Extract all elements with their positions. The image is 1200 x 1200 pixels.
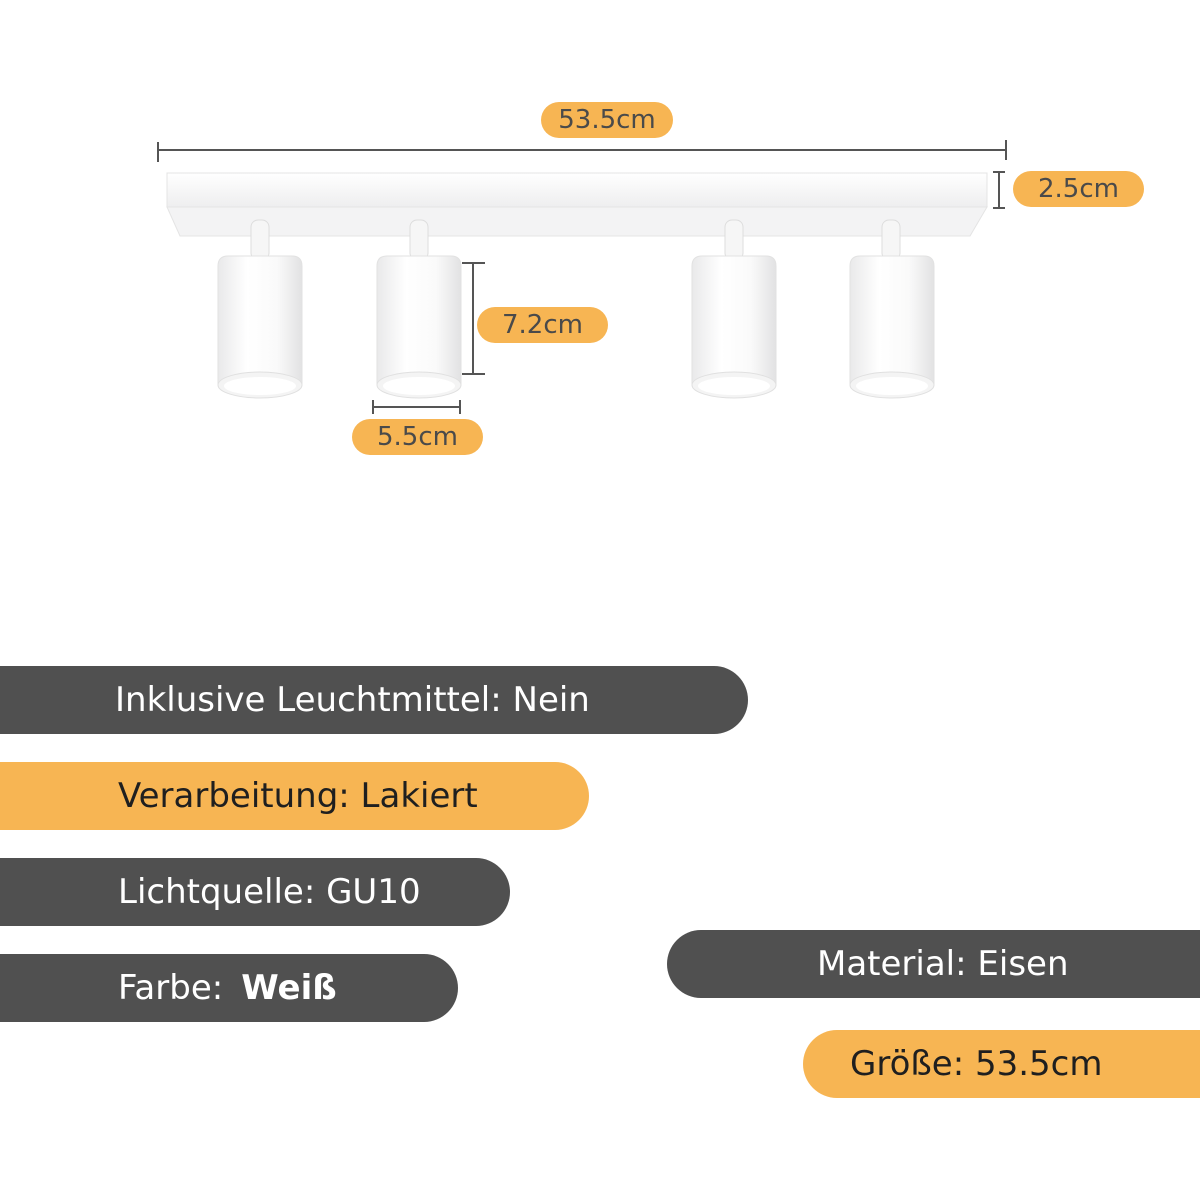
spotlight-2 <box>376 219 462 399</box>
ceiling-rail <box>166 172 988 237</box>
shade-width-dimension-line <box>372 400 461 414</box>
spec-size: Größe: 53.5cm <box>803 1030 1200 1098</box>
length-dimension-line <box>157 140 1007 162</box>
spec-light-source: Lichtquelle: GU10 <box>0 858 510 926</box>
spec-color-value: Weiß <box>241 968 337 1008</box>
spec-color: Farbe: Weiß <box>0 954 458 1022</box>
spec-light-source-text: Lichtquelle: GU10 <box>118 872 421 912</box>
spec-included-bulbs: Inklusive Leuchtmittel: Nein <box>0 666 748 734</box>
spec-finish-text: Verarbeitung: Lakiert <box>118 776 478 816</box>
length-label: 53.5cm <box>541 102 673 138</box>
product-dimension-diagram <box>157 140 1007 414</box>
spotlight-3 <box>691 219 777 399</box>
height-dimension-line <box>993 171 1005 209</box>
rail-height-label: 2.5cm <box>1013 171 1144 207</box>
shade-height-label: 7.2cm <box>477 307 608 343</box>
spotlight-4 <box>849 219 935 399</box>
spotlight-1 <box>217 219 303 399</box>
shade-height-dimension-line <box>462 262 485 375</box>
spec-material-text: Material: Eisen <box>817 944 1069 984</box>
spec-material: Material: Eisen <box>667 930 1200 998</box>
spec-included-bulbs-text: Inklusive Leuchtmittel: Nein <box>115 680 590 720</box>
spec-size-text: Größe: 53.5cm <box>850 1044 1103 1084</box>
spec-color-label: Farbe: <box>118 968 224 1008</box>
spec-finish: Verarbeitung: Lakiert <box>0 762 589 830</box>
shade-width-label: 5.5cm <box>352 419 483 455</box>
